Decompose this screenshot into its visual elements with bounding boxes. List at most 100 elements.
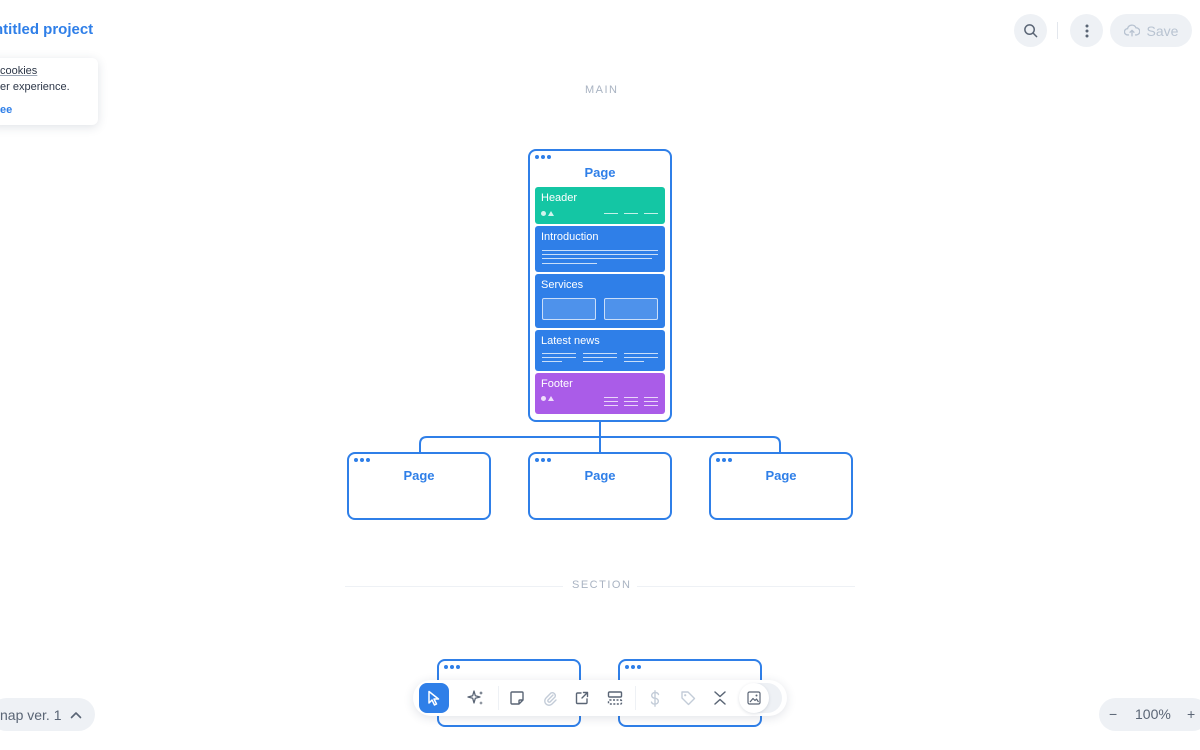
text-line: [542, 263, 597, 264]
ai-tool-button[interactable]: [461, 683, 491, 713]
service-card: [604, 298, 658, 320]
latest-news-block[interactable]: Latest news: [535, 330, 665, 371]
zoom-out-button[interactable]: −: [1109, 706, 1118, 722]
cookies-link[interactable]: cookies: [0, 65, 38, 77]
text-line: [542, 254, 658, 255]
tool-toolbar: [413, 680, 787, 716]
tag-button[interactable]: [673, 683, 703, 713]
news-line: [542, 353, 576, 354]
page-menu-dots-icon[interactable]: [535, 155, 551, 159]
block-label: Introduction: [541, 231, 599, 243]
news-line: [542, 357, 576, 358]
block-label: Header: [541, 192, 578, 204]
page-menu-dots-icon[interactable]: [444, 665, 460, 669]
sparkle-icon: [467, 690, 483, 705]
zoom-control: − 100% +: [1099, 698, 1200, 731]
page-title: Page: [584, 468, 616, 483]
section-label: SECTION: [572, 579, 632, 591]
cookie-notice: cookies er experience. ee: [0, 58, 98, 125]
cursor-icon: [428, 690, 440, 706]
footer-line: [624, 405, 638, 406]
section-divider-right: [637, 586, 855, 587]
search-icon: [1024, 24, 1038, 38]
nav-line: [624, 213, 638, 214]
chevron-up-icon: [70, 711, 81, 718]
block-label: Services: [541, 279, 584, 291]
paperclip-icon: [544, 692, 557, 706]
image-button[interactable]: [739, 683, 769, 713]
footer-line: [644, 397, 658, 398]
section-divider-left: [345, 586, 563, 587]
service-card: [542, 298, 596, 320]
image-icon: [747, 691, 761, 705]
main-section-label: MAIN: [585, 84, 619, 96]
logo-circle-icon: [541, 396, 546, 401]
footer-line: [604, 397, 618, 398]
news-line: [542, 361, 562, 362]
vertical-dots-icon: [1085, 24, 1088, 37]
page-title: Page: [403, 468, 435, 483]
text-line: [542, 250, 658, 251]
cookie-agree-button[interactable]: ee: [0, 104, 13, 116]
page-menu-dots-icon[interactable]: [535, 458, 551, 462]
attachment-button[interactable]: [535, 683, 565, 713]
introduction-block[interactable]: Introduction: [535, 226, 665, 272]
cookie-text-line-1: cookies: [0, 65, 37, 77]
zoom-in-button[interactable]: +: [1187, 706, 1196, 722]
main-page-card[interactable]: Page Header Introduction Services Latest…: [528, 149, 672, 422]
child-page-card-3[interactable]: Page: [709, 452, 853, 520]
news-line: [583, 361, 603, 362]
tag-icon: [681, 691, 696, 706]
search-button[interactable]: [1014, 14, 1047, 47]
logo-triangle-icon: [548, 396, 554, 401]
sticky-note-button[interactable]: [502, 683, 532, 713]
sticky-note-icon: [510, 691, 524, 705]
footer-line: [624, 397, 638, 398]
news-line: [583, 353, 617, 354]
toolbar-divider: [635, 686, 636, 710]
nav-line: [604, 213, 618, 214]
block-label: Latest news: [541, 335, 600, 347]
block-label: Footer: [541, 378, 573, 390]
page-menu-dots-icon[interactable]: [354, 458, 370, 462]
cloud-upload-icon: [1123, 24, 1140, 37]
version-selector[interactable]: nap ver. 1: [0, 698, 95, 731]
page-title: Page: [584, 165, 616, 180]
services-block[interactable]: Services: [535, 274, 665, 328]
top-divider: [1057, 22, 1058, 39]
save-label: Save: [1146, 22, 1179, 39]
collapse-button[interactable]: [705, 683, 735, 713]
logo-circle-icon: [541, 211, 546, 216]
header-block[interactable]: Header: [535, 187, 665, 224]
news-line: [624, 357, 658, 358]
more-options-button[interactable]: [1070, 14, 1103, 47]
select-tool-button[interactable]: [419, 683, 449, 713]
news-line: [624, 353, 658, 354]
child-page-card-2[interactable]: Page: [528, 452, 672, 520]
page-menu-dots-icon[interactable]: [625, 665, 641, 669]
child-page-card-1[interactable]: Page: [347, 452, 491, 520]
cookie-text-line-2: er experience.: [0, 81, 70, 93]
news-line: [624, 361, 644, 362]
footer-line: [624, 401, 638, 402]
text-line: [542, 258, 652, 259]
pricing-button[interactable]: [640, 683, 670, 713]
save-button[interactable]: Save: [1110, 14, 1192, 47]
layout-icon: [607, 691, 623, 705]
footer-line: [644, 405, 658, 406]
logo-triangle-icon: [548, 211, 554, 216]
footer-block[interactable]: Footer: [535, 373, 665, 414]
dollar-icon: [650, 689, 660, 707]
footer-line: [604, 405, 618, 406]
external-link-button[interactable]: [567, 683, 597, 713]
toolbar-divider: [498, 686, 499, 710]
news-line: [583, 357, 617, 358]
project-title[interactable]: ntitled project: [0, 21, 94, 38]
collapse-icon: [714, 691, 726, 705]
footer-line: [604, 401, 618, 402]
footer-line: [644, 401, 658, 402]
layout-button[interactable]: [600, 683, 630, 713]
page-menu-dots-icon[interactable]: [716, 458, 732, 462]
external-link-icon: [575, 691, 589, 705]
page-title: Page: [765, 468, 797, 483]
